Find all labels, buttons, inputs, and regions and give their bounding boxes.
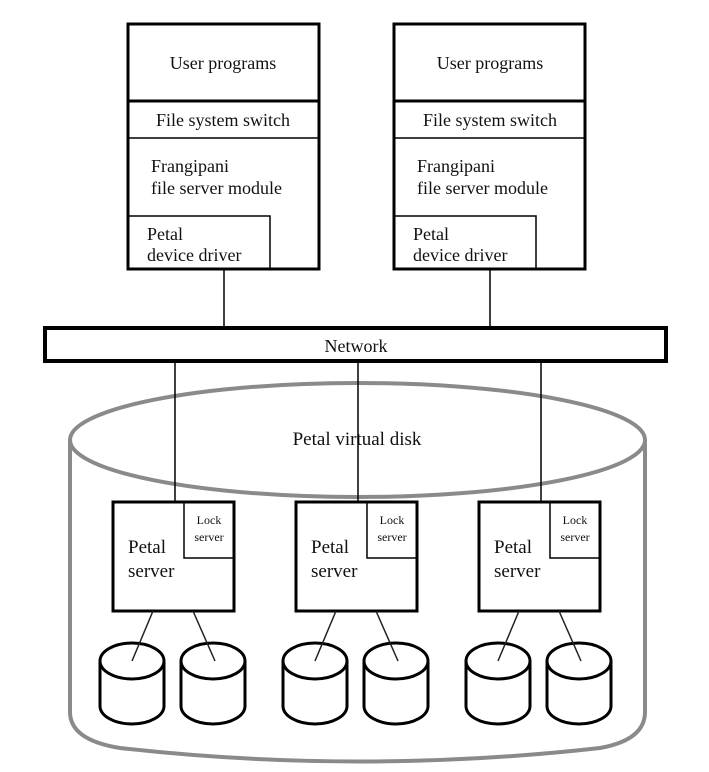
lock-server-box: [366, 501, 418, 559]
virtual-disk-label: Petal virtual disk: [293, 429, 422, 450]
server-label-line1: Petal: [311, 537, 349, 558]
driver-label-line2: device driver: [413, 245, 507, 265]
server-label-line2: server: [494, 561, 541, 582]
lock-server-box: [549, 501, 601, 559]
lock-server-label-line2: server: [194, 530, 223, 544]
network-label: Network: [325, 336, 388, 356]
server-label-line2: server: [128, 561, 175, 582]
lock-server-label-line1: Lock: [197, 513, 222, 527]
server-box: [111, 500, 236, 613]
fs-switch-label: File system switch: [156, 110, 290, 130]
petal-server-3: Lock server Petal server: [477, 500, 602, 613]
physical-disks: [98, 610, 613, 726]
petal-driver-box: [393, 215, 537, 270]
server-label-line2: server: [311, 561, 358, 582]
petal-servers: Lock server Petal server Lock server Pet…: [111, 500, 602, 613]
client-workstation-1: User programs File system switch Frangip…: [126, 22, 321, 271]
fs-switch-label: File system switch: [423, 110, 557, 130]
driver-label-line1: Petal: [147, 224, 183, 244]
petal-server-2: Lock server Petal server: [294, 500, 419, 613]
disk-link: [314, 610, 337, 662]
disk-link: [497, 610, 520, 662]
user-programs-label: User programs: [170, 53, 276, 73]
virtual-disk-body: [68, 440, 647, 764]
fs-module-label-line2: file server module: [151, 178, 282, 198]
disk-drive: [281, 610, 349, 726]
fs-module-label-line1: Frangipani: [417, 156, 495, 176]
server-box: [477, 500, 602, 613]
disk-top: [179, 641, 247, 681]
disk-drive: [545, 610, 613, 726]
driver-label-line1: Petal: [413, 224, 449, 244]
disk-link: [131, 610, 154, 662]
disk-drive: [362, 610, 430, 726]
driver-label-line2: device driver: [147, 245, 241, 265]
network-bar: [43, 326, 668, 363]
lock-server-label-line2: server: [560, 530, 589, 544]
network: Network: [43, 326, 668, 363]
disk-link: [558, 610, 582, 662]
client-workstation-2: User programs File system switch Frangip…: [392, 22, 587, 271]
client-box: [126, 22, 321, 271]
disk-drive: [464, 610, 532, 726]
lock-server-label-line2: server: [377, 530, 406, 544]
petal-server-1: Lock server Petal server: [111, 500, 236, 613]
disk-top: [362, 641, 430, 681]
disk-drive: [98, 610, 166, 726]
lock-server-label-line1: Lock: [380, 513, 405, 527]
server-label-line1: Petal: [494, 537, 532, 558]
user-programs-label: User programs: [437, 53, 543, 73]
fs-module-label-line1: Frangipani: [151, 156, 229, 176]
lock-server-box: [183, 501, 235, 559]
disk-drive: [179, 610, 247, 726]
disk-link: [192, 610, 216, 662]
client-box: [392, 22, 587, 271]
server-label-line1: Petal: [128, 537, 166, 558]
disk-link: [375, 610, 399, 662]
petal-driver-box: [127, 215, 271, 270]
fs-module-label-line2: file server module: [417, 178, 548, 198]
lock-server-label-line1: Lock: [563, 513, 588, 527]
disk-top: [545, 641, 613, 681]
